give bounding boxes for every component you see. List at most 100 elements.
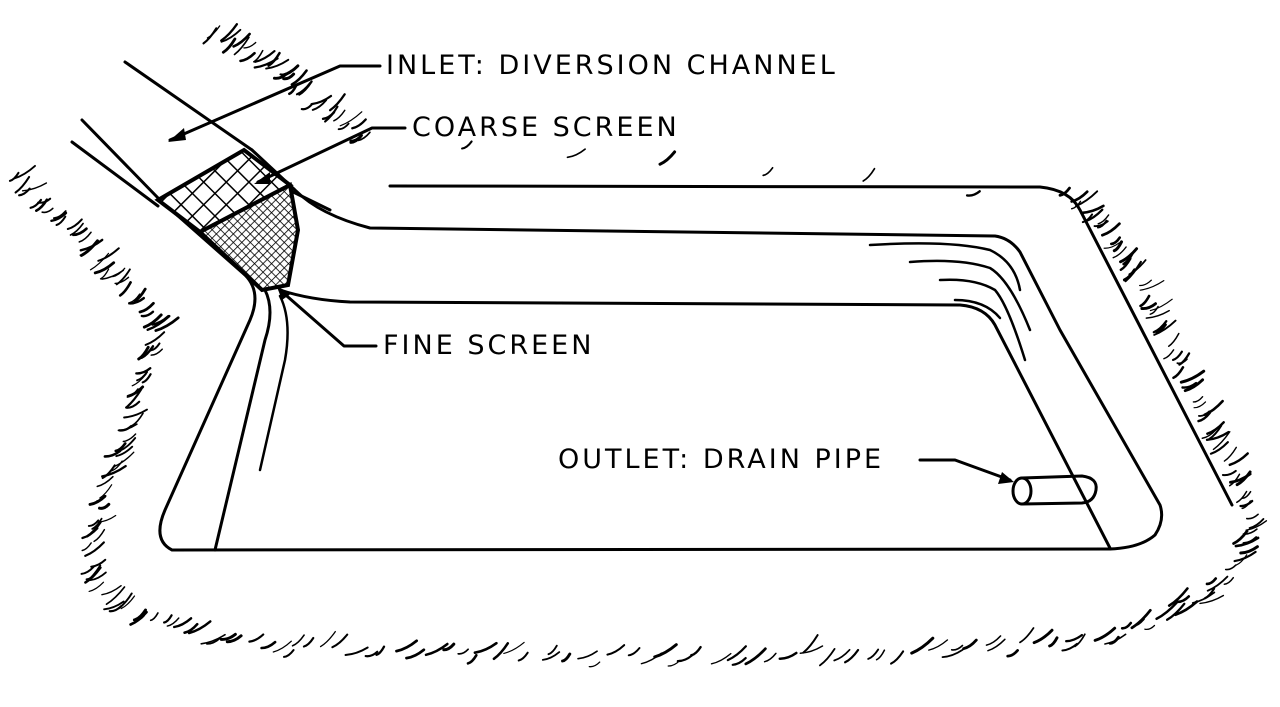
- ground-hatch-stroke: [1167, 587, 1189, 607]
- ground-hatch-stroke: [291, 634, 305, 647]
- ground-hatch-stroke: [118, 281, 132, 297]
- ground-hatch-stroke: [941, 648, 964, 658]
- ground-hatch-stroke: [1139, 294, 1151, 308]
- ground-hatch-stroke: [119, 437, 137, 452]
- ground-hatch-stroke: [88, 581, 105, 592]
- ground-hatch-stroke: [1242, 528, 1258, 535]
- ground-hatch-stroke: [337, 122, 350, 131]
- ground-hatch-stroke: [13, 164, 36, 180]
- ground-hatch-stroke: [1110, 236, 1121, 246]
- ground-hatch-stroke: [144, 331, 166, 346]
- ground-hatch-stroke: [113, 451, 135, 468]
- ground-hatch-stroke: [962, 638, 978, 650]
- ground-hatch-stroke: [1139, 279, 1152, 287]
- ground-hatch-stroke: [302, 636, 315, 648]
- ground-hatch-stroke: [1153, 319, 1177, 336]
- ground-hatch-stroke: [114, 276, 130, 285]
- ground-hatch-stroke: [137, 345, 150, 361]
- ground-hatch-stroke: [311, 99, 328, 111]
- ground-hatch-stroke: [132, 614, 145, 622]
- ground-hatch-stroke: [272, 72, 288, 80]
- ground-hatch-stroke: [1019, 627, 1035, 644]
- ground-hatch-stroke: [1229, 472, 1252, 484]
- ground-hatch-stroke: [1074, 633, 1086, 648]
- ground-hatch-stroke: [321, 111, 336, 120]
- ground-hatch-stroke: [272, 640, 292, 653]
- ground-hatch-stroke: [135, 367, 152, 375]
- ground-hatch-stroke: [200, 633, 226, 645]
- leader-lines: [168, 64, 1014, 484]
- ground-hatch-stroke: [1108, 635, 1120, 645]
- ground-hatch-stroke: [111, 460, 123, 472]
- ground-hatch-stroke: [98, 502, 111, 510]
- ground-hatch-stroke: [29, 198, 43, 209]
- ground-hatch-stroke: [72, 227, 88, 237]
- ground-hatch-stroke: [141, 373, 152, 384]
- ground-hatch-stroke: [219, 632, 237, 641]
- diversion-channel: [70, 60, 1234, 551]
- ground-hatch-stroke: [87, 519, 100, 527]
- ground-hatch-stroke: [103, 600, 125, 611]
- ground-hatch-stroke: [1179, 369, 1206, 384]
- ground-hatch-stroke: [96, 475, 114, 488]
- inlet-label: INLET: DIVERSION CHANNEL: [386, 50, 838, 81]
- ground-hatch-stroke: [344, 646, 369, 656]
- fine-screen: [196, 181, 301, 293]
- ground-hatch-stroke: [1205, 577, 1218, 586]
- ground-hatch-stroke: [319, 630, 336, 648]
- ground-hatch-stroke: [88, 494, 107, 506]
- ground-hatch-stroke: [1032, 628, 1054, 645]
- ground-hatch-stroke: [351, 118, 367, 130]
- ground-hatch-stroke: [395, 639, 418, 653]
- ground-hatch-stroke: [928, 639, 949, 651]
- ground-hatch-stroke: [1206, 421, 1225, 435]
- ground-hatch-stroke: [84, 564, 102, 584]
- ground-hatch-stroke: [844, 648, 860, 664]
- ground-hatch-stroke: [710, 652, 732, 665]
- ground-hatch-stroke: [405, 648, 426, 660]
- ground-hatch-stroke: [140, 345, 155, 359]
- ground-hatch-stroke: [1198, 410, 1211, 417]
- ground-hatch-stroke: [1193, 401, 1207, 409]
- ground-hatch-stroke: [799, 645, 824, 654]
- ground-hatch-stroke: [1246, 513, 1259, 520]
- ground-hatch-stroke: [1140, 302, 1157, 311]
- ground-hatch-stroke: [1239, 545, 1259, 555]
- ground-hatch-stroke: [290, 69, 308, 86]
- ground-hatch-stroke: [985, 635, 1002, 646]
- ground-hatch-stroke: [1070, 200, 1082, 210]
- ground-hatch-stroke: [862, 167, 876, 182]
- ground-hatch-stroke: [295, 81, 312, 96]
- ground-hatch-stroke: [357, 131, 371, 142]
- ground-hatch-stroke: [183, 622, 199, 634]
- ground-hatch-stroke: [1081, 213, 1094, 224]
- ground-hatch-stroke: [93, 528, 106, 543]
- ground-hatch-stroke: [103, 449, 122, 458]
- ground-hatch-stroke: [1191, 591, 1216, 604]
- ground-hatch-stroke: [89, 571, 107, 581]
- fine-screen-label: FINE SCREEN: [383, 330, 595, 361]
- ground-hatch-stroke: [1176, 595, 1191, 604]
- ground-hatch-stroke: [35, 198, 49, 212]
- ground-hatch-stroke: [606, 644, 626, 656]
- ground-hatch-stroke: [115, 268, 131, 286]
- ground-hatch-stroke: [66, 218, 83, 230]
- ground-hatch-stroke: [220, 23, 239, 42]
- ground-hatch-stroke: [339, 111, 363, 127]
- ground-hatch-stroke: [220, 28, 242, 43]
- ground-hatch-stroke: [517, 651, 529, 662]
- ground-hatch-stroke: [658, 150, 677, 166]
- ground-hatch-stroke: [547, 644, 558, 656]
- ground-hatch-stroke: [1112, 246, 1127, 259]
- ground-hatch-stroke: [328, 93, 346, 112]
- ground-hatch-stroke: [1171, 350, 1183, 361]
- ground-hatch-stroke: [21, 182, 48, 192]
- ground-hatch-stroke: [136, 371, 148, 382]
- ground-hatch-stroke: [1128, 259, 1147, 276]
- ground-hatch-stroke: [105, 586, 126, 606]
- ground-hatch-stroke: [112, 267, 126, 278]
- outlet-label: OUTLET: DRAIN PIPE: [558, 444, 885, 475]
- ground-hatch-stroke: [1103, 242, 1120, 249]
- ground-hatch-stroke: [1209, 441, 1229, 455]
